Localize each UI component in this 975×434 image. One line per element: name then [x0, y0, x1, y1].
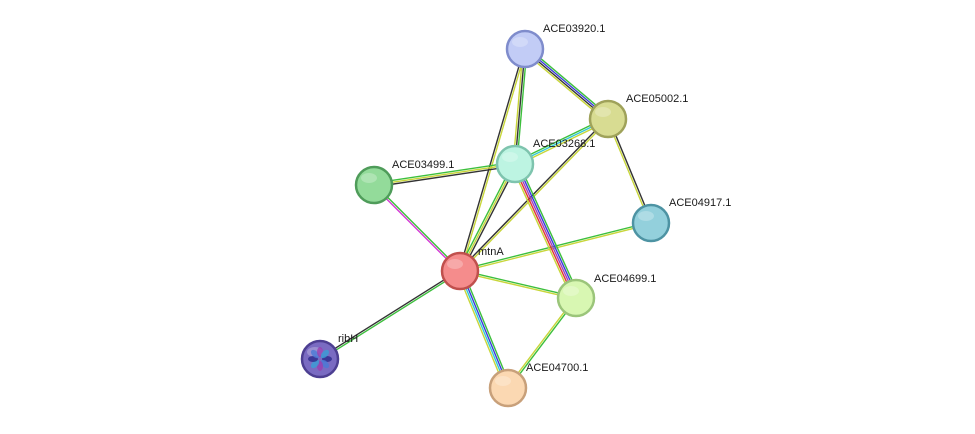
edge-strand-blue [460, 270, 510, 388]
node-ACE03268.1[interactable] [495, 144, 535, 184]
node-ACE03920.1[interactable] [505, 29, 545, 69]
node-circle[interactable] [440, 251, 480, 291]
edge-strand-green [517, 162, 581, 297]
edge-strand-black [319, 269, 460, 359]
node-highlight [447, 259, 463, 269]
edge-strand-yellow [460, 49, 527, 272]
edge-strand-red [512, 164, 575, 300]
edge-layer [319, 46, 653, 390]
edge-strand-green [516, 49, 528, 165]
node-circle[interactable] [495, 144, 535, 184]
node-label-ACE04700.1: ACE04700.1 [526, 362, 588, 374]
edge-strand-green [374, 183, 462, 271]
edge-strand-magenta [372, 185, 460, 273]
edge-strand-green [460, 269, 577, 298]
node-ACE05002.1[interactable] [588, 99, 628, 139]
node-highlight [502, 152, 518, 162]
edge-strand-purple [514, 163, 577, 299]
node-highlight [361, 173, 377, 183]
edge-strand-yellow [373, 163, 516, 186]
node-label-ribH: ribH [338, 333, 358, 345]
node-highlight [495, 376, 511, 386]
node-label-ACE04699.1: ACE04699.1 [594, 273, 656, 285]
edge-strand-green [457, 162, 514, 271]
node-circle[interactable] [556, 278, 596, 318]
edge-strand-yellow [512, 48, 524, 164]
edge-strand-green [459, 221, 651, 271]
node-label-ACE04917.1: ACE04917.1 [669, 197, 731, 209]
node-circle[interactable] [631, 203, 671, 243]
edge-strand-green [320, 271, 461, 361]
node-ACE04917.1[interactable] [631, 203, 671, 243]
edge-strand-blue [516, 162, 579, 298]
edge-mtnA-ACE04699.1 [459, 269, 577, 300]
edge-strand-yellow [456, 271, 507, 390]
edge-strand-cyan [458, 271, 508, 389]
node-label-ACE03499.1: ACE03499.1 [392, 159, 454, 171]
edge-ACE03499.1-ACE03268.1 [373, 161, 516, 188]
label-layer: ACE03920.1ACE05002.1ACE03268.1ACE03499.1… [338, 23, 731, 374]
edge-strand-black [458, 48, 525, 271]
edge-strand-yellow [510, 165, 574, 300]
edge-strand-black [461, 164, 518, 273]
edge-mtnA-ACE03268.1 [457, 162, 518, 273]
protein-structure-icon [308, 347, 332, 371]
node-highlight [563, 286, 579, 296]
node-circle[interactable] [505, 29, 545, 69]
edge-strand-green [461, 269, 512, 388]
node-ACE03499.1[interactable] [354, 165, 394, 205]
edge-mtnA-ACE04700.1 [456, 269, 512, 390]
edge-mtnA-ACE03499.1 [372, 183, 462, 273]
node-ribH[interactable] [300, 339, 340, 379]
node-highlight [638, 211, 654, 221]
node-highlight [595, 107, 611, 117]
node-circle[interactable] [300, 339, 340, 379]
edge-strand-yellow [459, 271, 576, 300]
node-label-ACE05002.1: ACE05002.1 [626, 93, 688, 105]
edge-strand-black [374, 165, 516, 188]
node-mtnA[interactable] [440, 251, 480, 291]
node-circle[interactable] [354, 165, 394, 205]
edge-strand-yellow [460, 119, 610, 273]
node-label-ACE03268.1: ACE03268.1 [533, 138, 595, 150]
edge-ACE03268.1-ACE04699.1 [510, 162, 581, 300]
node-circle[interactable] [588, 99, 628, 139]
node-circle[interactable] [488, 368, 528, 408]
edge-strand-green [373, 161, 515, 184]
edge-mtnA-ACE03920.1 [458, 48, 527, 272]
node-ACE04700.1[interactable] [488, 368, 528, 408]
edge-mtnA-ribH [319, 269, 461, 361]
node-label-ACE03920.1: ACE03920.1 [543, 23, 605, 35]
edge-strand-yellow [459, 163, 516, 272]
node-ACE04699.1[interactable] [556, 278, 596, 318]
node-layer [300, 29, 671, 408]
node-highlight [512, 37, 528, 47]
node-label-mtnA: mtnA [478, 246, 504, 258]
